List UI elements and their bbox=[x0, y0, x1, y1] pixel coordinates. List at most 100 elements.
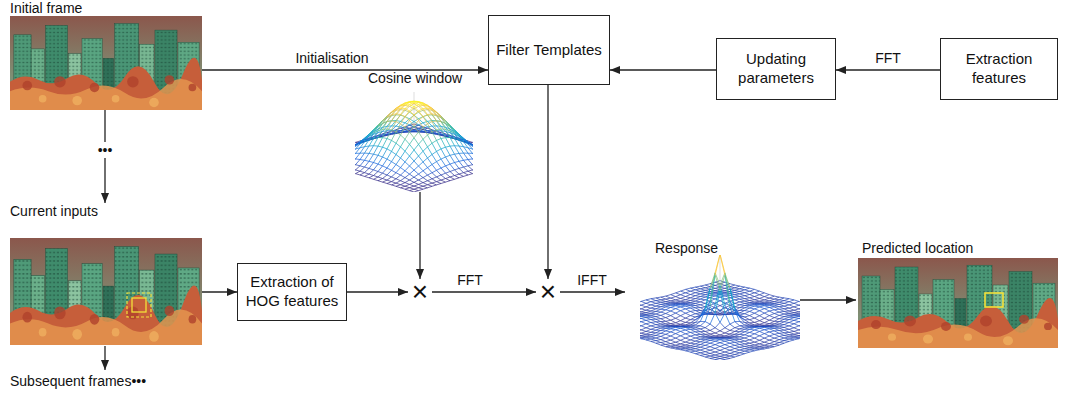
mesh-line bbox=[730, 287, 735, 288]
mesh-line bbox=[700, 332, 705, 335]
mesh-line bbox=[750, 289, 755, 291]
mesh-line bbox=[360, 173, 365, 175]
mesh-line bbox=[661, 324, 666, 326]
mesh-line bbox=[401, 115, 406, 116]
mesh-line bbox=[769, 302, 774, 303]
mesh-line bbox=[428, 155, 433, 159]
mesh-line bbox=[695, 287, 700, 289]
mesh-line bbox=[446, 157, 451, 164]
mesh-line bbox=[360, 175, 365, 176]
mesh-line bbox=[459, 173, 464, 175]
mesh-line bbox=[378, 121, 383, 127]
mesh-line bbox=[387, 151, 392, 159]
mesh-line bbox=[681, 301, 686, 303]
mesh-line bbox=[396, 168, 401, 173]
mesh-line bbox=[789, 307, 794, 308]
mesh-line bbox=[365, 174, 370, 176]
mesh-line bbox=[690, 320, 695, 323]
mesh-line bbox=[405, 139, 410, 144]
mesh-line bbox=[374, 138, 379, 146]
mesh-line bbox=[374, 177, 379, 179]
mesh-line bbox=[464, 175, 469, 176]
mesh-line bbox=[730, 285, 735, 287]
mesh-line bbox=[392, 132, 397, 141]
mesh-line bbox=[419, 189, 424, 190]
mesh-line bbox=[656, 324, 661, 326]
mesh-line bbox=[410, 121, 415, 126]
mesh-line bbox=[405, 117, 410, 121]
mesh-line bbox=[750, 288, 755, 289]
mesh-line bbox=[735, 326, 740, 328]
mesh-line bbox=[725, 328, 730, 331]
mesh-line bbox=[676, 291, 681, 293]
mesh-line bbox=[468, 171, 473, 173]
mesh-line bbox=[789, 303, 794, 305]
mesh-line bbox=[356, 171, 361, 173]
mesh-line bbox=[369, 163, 374, 169]
mesh-line bbox=[789, 311, 794, 313]
mesh-line bbox=[419, 102, 424, 104]
mesh-line bbox=[695, 290, 700, 292]
mesh-line bbox=[676, 316, 681, 319]
mesh-line bbox=[387, 177, 392, 180]
mesh-line bbox=[414, 161, 419, 166]
mesh-line bbox=[661, 326, 666, 328]
mesh-line bbox=[686, 326, 691, 327]
mesh-line bbox=[705, 284, 710, 285]
mesh-line bbox=[455, 146, 460, 154]
mesh-line bbox=[360, 159, 365, 161]
mesh-line bbox=[423, 178, 428, 181]
mesh-line bbox=[690, 290, 695, 291]
mesh-line bbox=[459, 174, 464, 176]
mesh-line bbox=[661, 302, 666, 303]
mesh-line bbox=[676, 334, 681, 336]
mesh-line bbox=[666, 304, 671, 305]
mesh-line bbox=[405, 171, 410, 174]
mesh-line bbox=[764, 307, 769, 308]
mesh-line bbox=[760, 303, 765, 305]
mesh-line bbox=[432, 151, 437, 154]
mesh-line bbox=[671, 320, 676, 323]
mesh-line bbox=[640, 315, 641, 317]
mesh-line bbox=[755, 313, 760, 316]
mesh-line bbox=[419, 109, 424, 111]
mesh-line bbox=[410, 174, 415, 177]
mesh-line bbox=[686, 323, 691, 325]
mesh-line bbox=[405, 162, 410, 166]
mesh-line bbox=[715, 275, 720, 290]
mesh-line bbox=[410, 150, 415, 156]
mesh-line bbox=[725, 313, 730, 324]
mesh-line bbox=[641, 315, 646, 317]
mesh-line bbox=[661, 338, 666, 340]
mesh-line bbox=[360, 160, 365, 166]
mesh-line bbox=[401, 158, 406, 162]
mesh-line bbox=[640, 324, 641, 326]
mesh-line bbox=[437, 177, 442, 180]
mesh-line bbox=[666, 340, 671, 342]
mesh-line bbox=[378, 138, 383, 147]
mesh-line bbox=[392, 170, 397, 172]
mesh-line bbox=[769, 316, 774, 318]
mesh-line bbox=[432, 185, 437, 186]
mesh-line bbox=[646, 320, 651, 322]
mesh-line bbox=[641, 337, 646, 339]
mesh-line bbox=[695, 327, 700, 329]
mesh-line bbox=[760, 313, 765, 316]
mesh-line bbox=[656, 314, 661, 315]
mesh-line bbox=[423, 117, 428, 124]
mesh-line bbox=[401, 123, 406, 127]
mesh-line bbox=[641, 318, 646, 320]
mesh-line bbox=[423, 135, 428, 139]
mesh-line bbox=[715, 333, 720, 335]
mesh-line bbox=[464, 160, 469, 166]
mesh-line bbox=[455, 130, 460, 136]
mesh-line bbox=[656, 328, 661, 330]
mesh-line bbox=[641, 324, 646, 326]
mesh-line bbox=[735, 300, 740, 302]
mesh-line bbox=[651, 335, 656, 337]
mesh-line bbox=[432, 143, 437, 151]
mesh-line bbox=[646, 315, 651, 317]
mesh-line bbox=[414, 121, 419, 126]
mesh-line bbox=[656, 325, 661, 327]
mesh-line bbox=[446, 138, 451, 147]
